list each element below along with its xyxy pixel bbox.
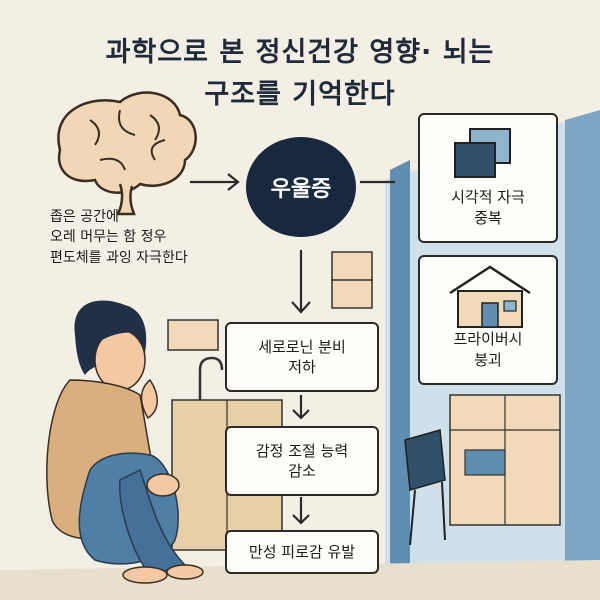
- flow-arrows: [190, 173, 395, 525]
- flow-box-fatigue: 만성 피로감 유발: [225, 530, 379, 574]
- overlapping-squares-icon: [454, 128, 511, 178]
- panel-privacy: 프라이버시 붕괴: [418, 255, 558, 385]
- panel-visual-stimulus: 시각적 자극 중복: [418, 113, 558, 243]
- chair: [404, 429, 446, 491]
- flow-box-serotonin: 세로로닌 분비 저하: [225, 322, 379, 392]
- brain-caption: 좁은 공간에 오레 머무는 함 정우 편도체를 과잉 자극한다: [50, 209, 188, 266]
- panel-label-privacy: 프라이버시 붕괴: [453, 330, 523, 369]
- faucet: [198, 356, 224, 400]
- panel-label-visual: 시각적 자극 중복: [451, 188, 525, 227]
- person-illustration: [46, 300, 204, 584]
- wall-right: [565, 110, 600, 600]
- depression-node: 우울증: [246, 137, 356, 237]
- depression-label: 우울증: [270, 177, 332, 202]
- flow-label-emotion: 감정 조절 능력 감소: [255, 441, 349, 480]
- laptop: [464, 449, 506, 476]
- flow-label-serotonin: 세로로닌 분비 저하: [258, 337, 346, 376]
- title-line-2: 구조를 기억한다: [204, 79, 396, 110]
- flow-box-emotion: 감정 조절 능력 감소: [225, 426, 379, 496]
- house-icon: [449, 265, 531, 328]
- flow-label-fatigue: 만성 피로감 유발: [248, 542, 356, 561]
- wall-cabinet: [167, 319, 219, 351]
- wall-edge: [390, 160, 410, 600]
- brain-icon: [57, 91, 197, 216]
- title-line-1: 과학으로 본 정신건강 영향· 뇌는: [105, 37, 495, 68]
